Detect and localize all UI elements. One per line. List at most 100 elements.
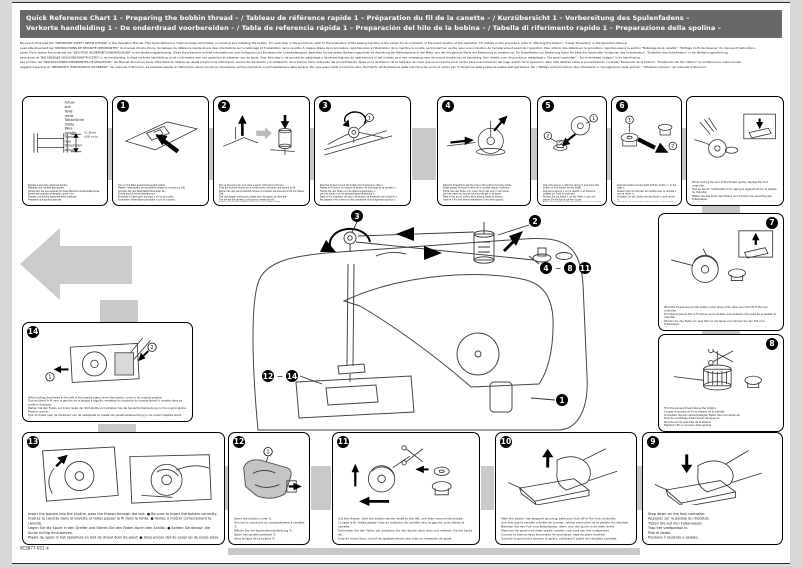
spool-of-thread bbox=[473, 222, 495, 264]
thread-arrow-shaft bbox=[450, 139, 466, 144]
svg-text:1: 1 bbox=[559, 396, 564, 405]
place-arrow-head bbox=[562, 137, 571, 146]
callout-2: 2 bbox=[668, 141, 677, 151]
connector bbox=[606, 128, 612, 180]
up-arrow-head bbox=[498, 115, 508, 125]
spool-arrow-head bbox=[509, 231, 523, 246]
bobbin-on-shaft-illustration: 1 2 bbox=[543, 114, 598, 151]
slide-arrow-shaft bbox=[637, 137, 656, 150]
svg-text:1: 1 bbox=[368, 115, 371, 121]
callout-1: 1 bbox=[45, 365, 69, 382]
connector bbox=[107, 128, 113, 180]
chart-title-line2: Verkorte handleiding 1 – De onderdraad v… bbox=[26, 23, 722, 32]
see-reverse-arrow bbox=[20, 228, 132, 300]
connector bbox=[208, 128, 214, 180]
wrap-arrow bbox=[344, 111, 367, 125]
connector bbox=[702, 204, 740, 214]
step-14-badge: 14 bbox=[27, 326, 39, 338]
slide-left-arrow-head bbox=[359, 496, 370, 507]
step-6-panel: 6 1 2 Slide the bobbin winder shaft with… bbox=[611, 96, 682, 206]
remove-arrow-head bbox=[415, 465, 424, 474]
connector bbox=[100, 300, 138, 322]
svg-text:12: 12 bbox=[263, 372, 273, 381]
step-4-badge: 4 bbox=[442, 100, 454, 112]
step-2-text: Pull up the spool pin and place a spool … bbox=[219, 184, 305, 202]
bobbin-dimension-label: 11.5mm (3/8 inch) bbox=[84, 131, 99, 139]
press-pedal-illustration bbox=[654, 450, 762, 505]
bobbin-size-text: Prepare a specially designed bobbin. Pré… bbox=[28, 184, 100, 202]
svg-text:14: 14 bbox=[287, 372, 297, 381]
connector bbox=[309, 128, 315, 180]
svg-text:2: 2 bbox=[532, 217, 537, 226]
step-7-text: Wind the thread around the bobbin a few … bbox=[664, 306, 777, 327]
svg-text:1: 1 bbox=[628, 117, 631, 123]
callout-2: 2 bbox=[543, 131, 557, 142]
connector bbox=[529, 128, 537, 180]
step-12-badge: 12 bbox=[233, 436, 245, 448]
step-3-panel: 3 1 Pass the thread around the bobbin wi… bbox=[314, 96, 411, 206]
open-arrow-head bbox=[293, 482, 302, 491]
pedal-down-arrow-head bbox=[756, 122, 764, 130]
press-arrow-shaft bbox=[162, 139, 180, 154]
step-9-panel: 9 Step down on the foot controller. Appu… bbox=[642, 432, 783, 545]
step-13-panel: 13 Insert the bobbin into the shuttle, p… bbox=[22, 432, 225, 545]
bobbin-cover bbox=[114, 352, 134, 376]
connector bbox=[681, 128, 687, 180]
step-1-badge: 1 bbox=[117, 100, 129, 112]
step-6-badge: 6 bbox=[616, 100, 628, 112]
scissors-icon bbox=[401, 445, 424, 466]
svg-text:~: ~ bbox=[277, 372, 284, 381]
slide-shaft-right-illustration: 1 2 bbox=[620, 115, 677, 153]
pull-up-arrow-head bbox=[238, 114, 247, 124]
machine-callout-3: 3 bbox=[351, 210, 363, 222]
svg-text:1: 1 bbox=[266, 450, 269, 456]
connector bbox=[98, 424, 136, 432]
svg-text:8: 8 bbox=[567, 264, 572, 273]
spool-pin-illustration bbox=[223, 114, 295, 156]
place-spool-arrow-head bbox=[280, 121, 290, 129]
bobbin-cover-illustration: 1 bbox=[243, 447, 302, 499]
callout-1: 1 bbox=[585, 114, 598, 124]
thread-arrow-right bbox=[424, 246, 442, 260]
step-2-panel: 2 Pull up the spool pin and place a spoo… bbox=[213, 96, 310, 206]
chart-title-bar: Quick Reference Chart 1 – Preparing the … bbox=[20, 10, 782, 38]
connector bbox=[702, 329, 740, 335]
connector bbox=[311, 466, 331, 510]
step-2-badge: 2 bbox=[218, 100, 230, 112]
bobbin-winder-shaft bbox=[532, 247, 573, 263]
thread-through-bobbin-illustration bbox=[446, 115, 508, 156]
bobbin-side-view-illustration bbox=[33, 133, 82, 153]
connector bbox=[481, 466, 494, 510]
step-7-panel: 7 Wind the thread around the bobbin a fe… bbox=[658, 213, 784, 331]
svg-text:1: 1 bbox=[592, 116, 595, 122]
winding-arrowhead bbox=[320, 240, 336, 252]
hold-thread-illustration bbox=[694, 113, 776, 158]
power-switch-illustration bbox=[124, 121, 199, 154]
press-arrow-head bbox=[155, 134, 168, 146]
bobbin-size-panel: Actual size Taille réelle Tatsächliche G… bbox=[22, 96, 108, 206]
scissors-icon bbox=[708, 349, 734, 366]
step-3-badge: 3 bbox=[319, 100, 331, 112]
step-11-badge: 11 bbox=[337, 436, 349, 448]
connector bbox=[637, 466, 643, 510]
winding-direction-arrow bbox=[328, 227, 371, 247]
step-1-text: Turn on the Main power/sewing light swit… bbox=[118, 184, 186, 202]
callout-2: 2 bbox=[138, 342, 157, 362]
tension-disk-illustration: 1 bbox=[324, 111, 393, 156]
pedal-up-arrow-head bbox=[752, 232, 760, 241]
step-9-badge: 9 bbox=[647, 436, 659, 448]
step-7-badge: 7 bbox=[766, 217, 778, 229]
rotate-arrow-head bbox=[57, 454, 68, 465]
slide-arrow-head bbox=[654, 142, 669, 153]
callout-1: 1 bbox=[263, 447, 273, 463]
step-14-text: While pulling the thread to the left of … bbox=[28, 396, 186, 418]
step-13-badge: 13 bbox=[27, 436, 39, 448]
machine-callout-12-14: 12 ~ 14 bbox=[262, 370, 298, 382]
hold-thread-panel: While holding the end of the thread, gen… bbox=[686, 96, 784, 206]
step-10-panel: 10 After the bobbin has stopped spinning… bbox=[495, 432, 637, 545]
svg-text:3: 3 bbox=[354, 212, 359, 221]
svg-text:11: 11 bbox=[580, 264, 590, 273]
step-11-panel: 11 Cut the thread, slide the bobbin wind… bbox=[332, 432, 480, 545]
step-12-text: Open the bobbin cover ①. Ouvrez le couve… bbox=[234, 517, 305, 541]
callout-1: 1 bbox=[625, 115, 634, 133]
